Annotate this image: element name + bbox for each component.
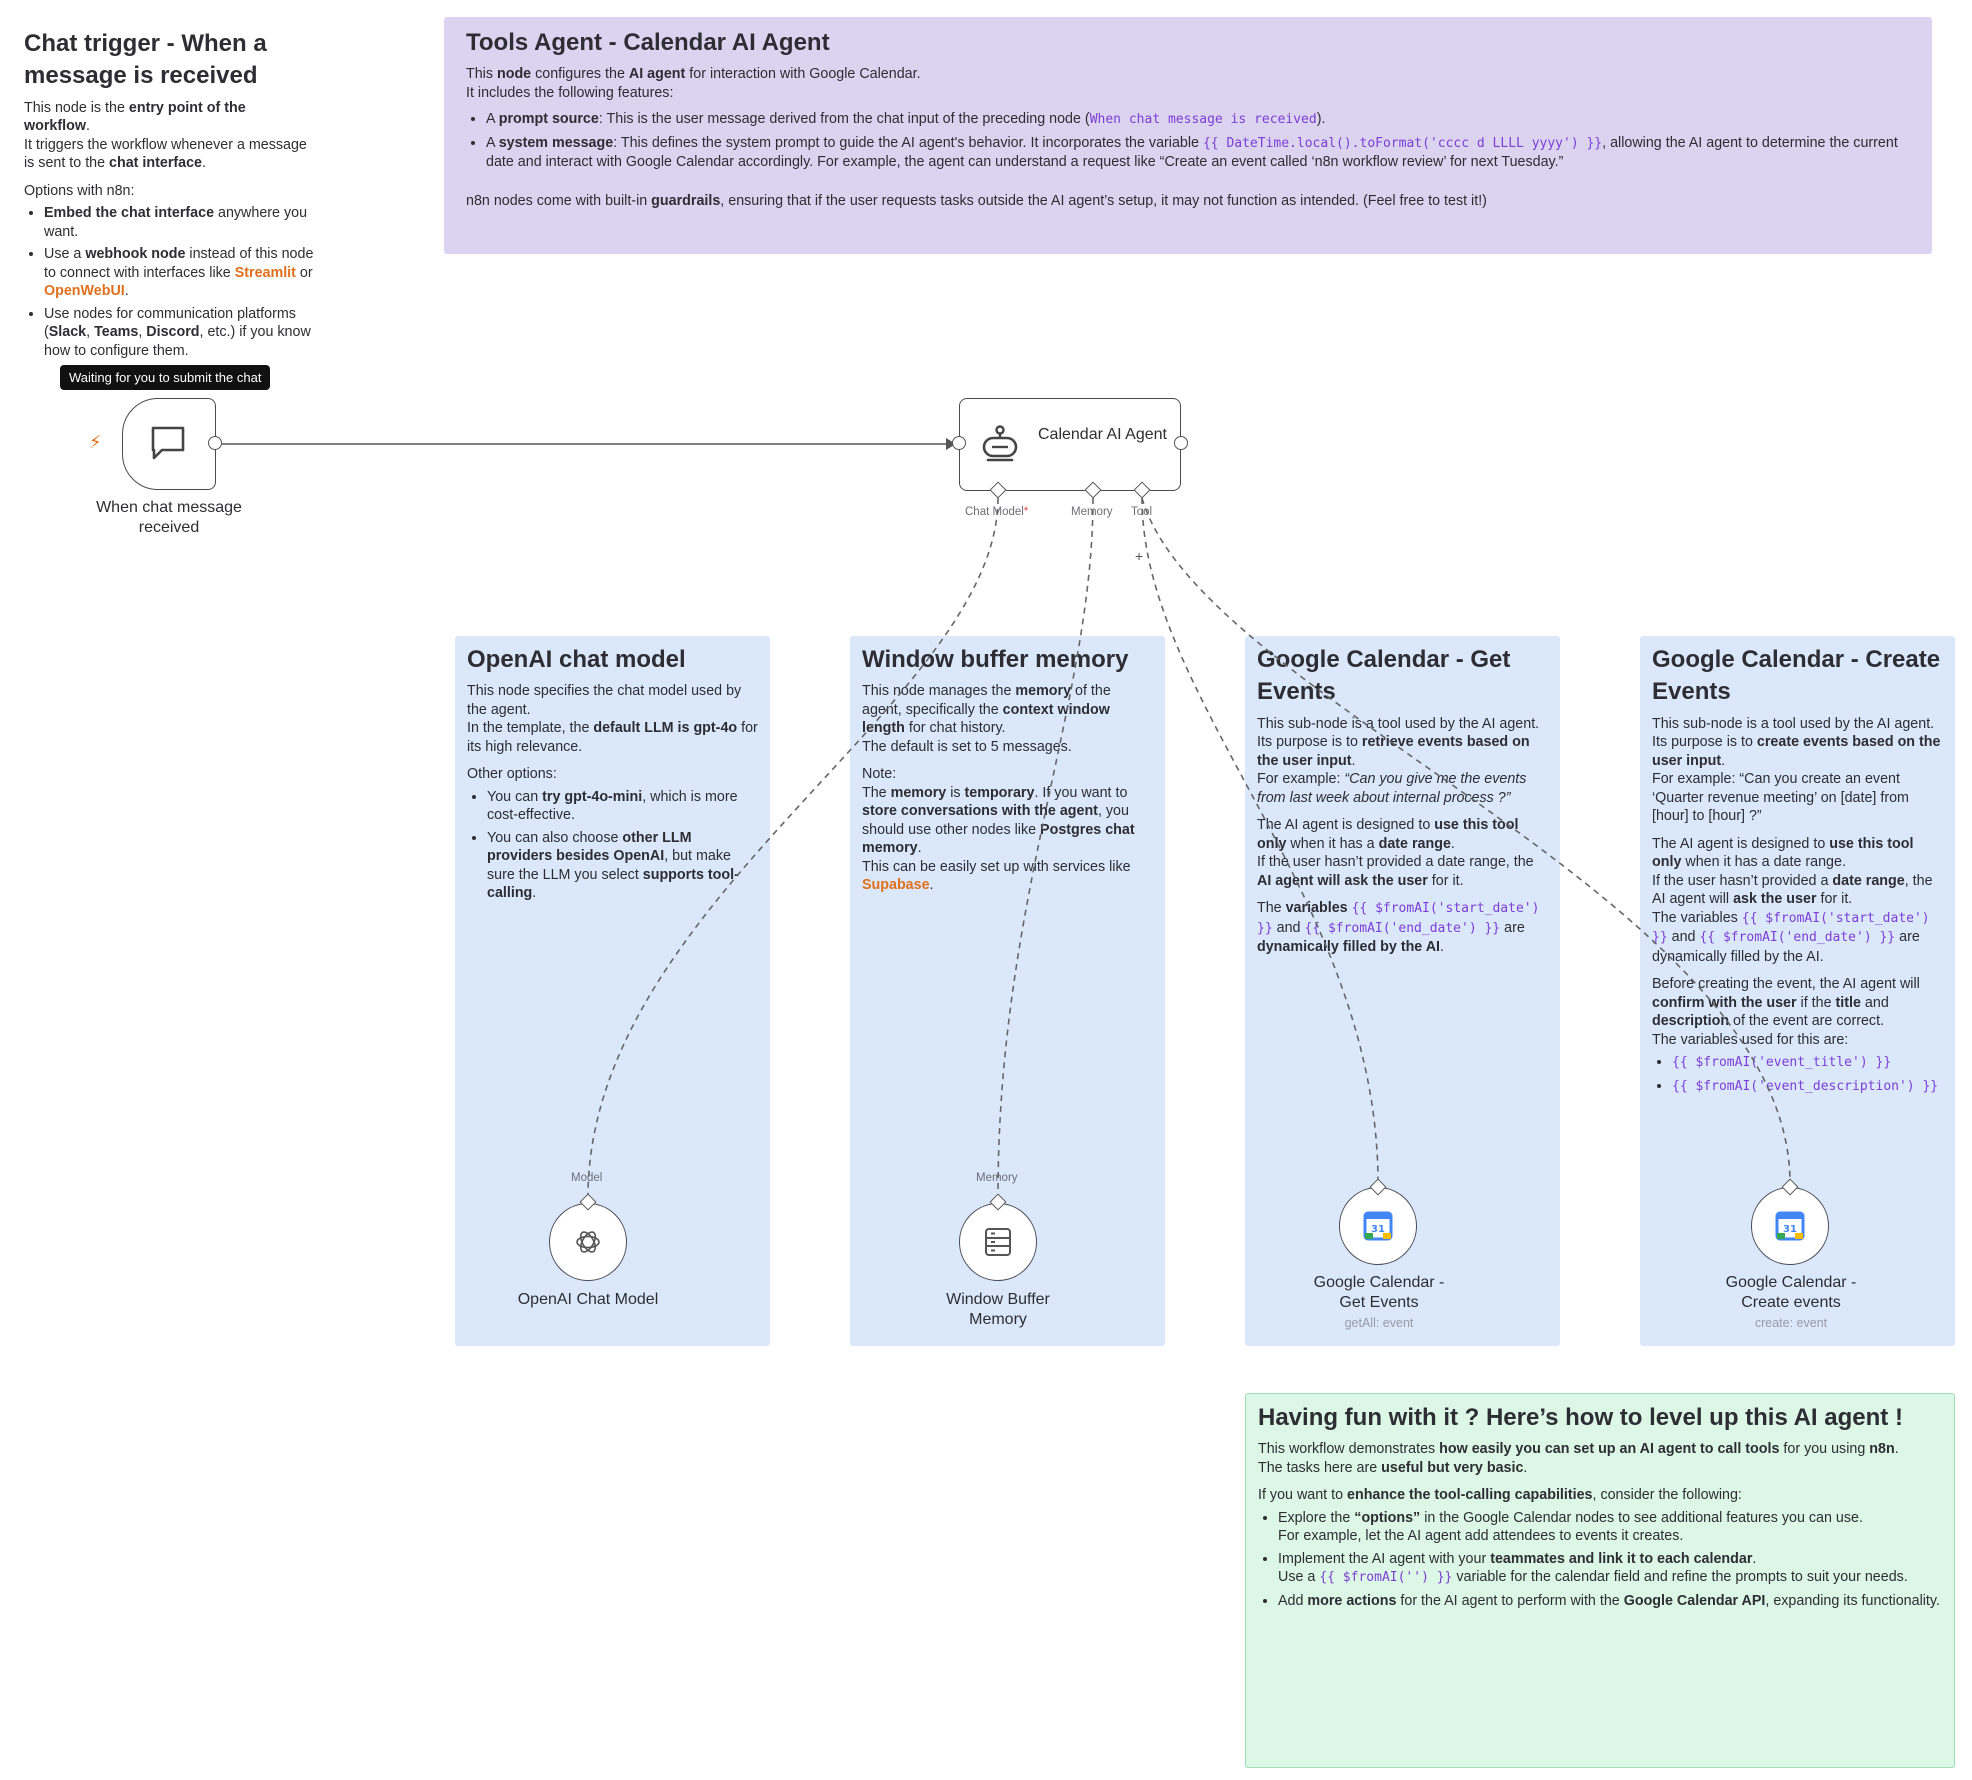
calendar-agent-node[interactable]: Calendar AI Agent bbox=[959, 398, 1181, 491]
openai-chat-model-node[interactable] bbox=[549, 1203, 627, 1281]
openai-icon bbox=[576, 1231, 600, 1253]
list-item: You can also choose other LLM providers … bbox=[487, 829, 758, 903]
streamlit-link[interactable]: Streamlit bbox=[234, 264, 296, 281]
chat-trigger-label: When chat message received bbox=[96, 499, 242, 536]
google-calendar-get-events-subtitle: getAll: event bbox=[1344, 1316, 1414, 1330]
note-title: Google Calendar - Create Events bbox=[1652, 646, 1941, 706]
openwebui-link[interactable]: OpenWebUI bbox=[44, 283, 125, 300]
agent-input-port[interactable] bbox=[952, 436, 966, 450]
note-text: This workflow demonstrates how easily yo… bbox=[1258, 1441, 1899, 1476]
google-calendar-create-events-subtitle: create: event bbox=[1754, 1316, 1828, 1330]
list-item: Embed the chat interface anywhere you wa… bbox=[44, 204, 314, 241]
list-item: {{ $fromAI('event_title') }} bbox=[1672, 1053, 1943, 1073]
note-list: A prompt source: This is the user messag… bbox=[466, 110, 1910, 172]
note-text: Options with n8n: bbox=[24, 182, 135, 199]
calendar-day-text: 31 bbox=[1783, 1224, 1797, 1235]
waiting-tooltip: Waiting for you to submit the chat bbox=[60, 365, 271, 390]
chat-trigger-node[interactable] bbox=[122, 398, 216, 490]
google-calendar-icon: 31 bbox=[1363, 1211, 1393, 1241]
note-text: Before creating the event, the AI agent … bbox=[1652, 976, 1920, 1048]
note-text: The variables {{ $fromAI('start_date') }… bbox=[1257, 900, 1540, 956]
google-calendar-create-events-label: Google Calendar - Create events bbox=[1725, 1274, 1857, 1311]
memory-port-label: Memory bbox=[1071, 506, 1113, 518]
note-text: n8n nodes come with built-in guardrails,… bbox=[466, 192, 1487, 209]
model-port-label: Model bbox=[571, 1172, 603, 1184]
trigger-bolt-icon: ⚡ bbox=[89, 432, 102, 452]
note-text: This node specifies the chat model used … bbox=[467, 683, 758, 755]
note-list: Embed the chat interface anywhere you wa… bbox=[24, 204, 314, 360]
memory-input-port-label: Memory bbox=[976, 1172, 1018, 1184]
google-calendar-get-events-node[interactable]: 31 bbox=[1339, 1187, 1417, 1265]
list-item: Add more actions for the AI agent to per… bbox=[1278, 1592, 1942, 1611]
google-calendar-create-events-node[interactable]: 31 bbox=[1751, 1187, 1829, 1265]
note-title: Tools Agent - Calendar AI Agent bbox=[466, 29, 830, 56]
agent-output-port[interactable] bbox=[1174, 436, 1188, 450]
google-calendar-get-events-label: Google Calendar - Get Events bbox=[1313, 1274, 1445, 1311]
chat-trigger-output-port[interactable] bbox=[208, 436, 222, 450]
note-text: Other options: bbox=[467, 766, 557, 783]
tool-port-label: Tool bbox=[1131, 506, 1153, 518]
note-list: {{ $fromAI('event_title') }} {{ $fromAI(… bbox=[1652, 1053, 1943, 1096]
note-title: Google Calendar - Get Events bbox=[1257, 646, 1511, 706]
note-list: You can try gpt-4o-mini, which is more c… bbox=[467, 788, 758, 903]
list-item: You can try gpt-4o-mini, which is more c… bbox=[487, 788, 758, 825]
calendar-day-text: 31 bbox=[1371, 1224, 1385, 1235]
window-buffer-memory-node[interactable] bbox=[959, 1203, 1037, 1281]
sticky-note-level-up[interactable]: Having fun with it ? Here’s how to level… bbox=[1245, 1393, 1955, 1768]
note-text: This sub-node is a tool used by the AI a… bbox=[1257, 715, 1540, 806]
robot-icon bbox=[982, 425, 1018, 462]
add-tool-button[interactable]: + bbox=[1135, 548, 1144, 564]
note-text: The AI agent is designed to use this too… bbox=[1257, 817, 1534, 889]
note-text: If you want to enhance the tool-calling … bbox=[1258, 1487, 1742, 1504]
note-text: This sub-node is a tool used by the AI a… bbox=[1652, 715, 1941, 825]
note-text: This node configures the AI agent for in… bbox=[466, 66, 921, 101]
window-buffer-memory-label: Window Buffer Memory bbox=[946, 1291, 1050, 1328]
list-item: Explore the “options” in the Google Cale… bbox=[1278, 1509, 1942, 1546]
sticky-note-tools-agent[interactable]: Tools Agent - Calendar AI Agent This nod… bbox=[444, 17, 1932, 254]
note-title: Chat trigger - When a message is receive… bbox=[24, 30, 267, 90]
note-text: The AI agent is designed to use this too… bbox=[1652, 835, 1933, 965]
note-title: Having fun with it ? Here’s how to level… bbox=[1258, 1404, 1903, 1431]
note-title: Window buffer memory bbox=[862, 646, 1129, 673]
list-item: {{ $fromAI('event_description') }} bbox=[1672, 1077, 1943, 1097]
note-text: This node manages the memory of the agen… bbox=[862, 683, 1111, 755]
list-item: Use nodes for communication platforms (S… bbox=[44, 305, 314, 361]
sticky-note-chat-trigger[interactable]: Chat trigger - When a message is receive… bbox=[14, 20, 324, 365]
supabase-link[interactable]: Supabase bbox=[862, 877, 930, 894]
list-item: A system message: This defines the syste… bbox=[486, 134, 1910, 172]
list-item: Use a webhook node instead of this node … bbox=[44, 245, 314, 301]
note-title: OpenAI chat model bbox=[467, 646, 686, 673]
chat-model-port-label: Chat Model* bbox=[965, 506, 1029, 518]
list-item: A prompt source: This is the user messag… bbox=[486, 110, 1910, 130]
chat-bubble-icon bbox=[151, 426, 185, 460]
note-text: This node is the entry point of the work… bbox=[24, 99, 307, 172]
note-list: Explore the “options” in the Google Cale… bbox=[1258, 1509, 1942, 1611]
list-item: Implement the AI agent with your teammat… bbox=[1278, 1550, 1942, 1588]
openai-chat-model-label: OpenAI Chat Model bbox=[517, 1291, 659, 1308]
database-icon bbox=[985, 1228, 1011, 1256]
google-calendar-icon: 31 bbox=[1775, 1211, 1805, 1241]
note-text: Note: The memory is temporary. If you wa… bbox=[862, 766, 1135, 894]
agent-title: Calendar AI Agent bbox=[1038, 426, 1167, 443]
